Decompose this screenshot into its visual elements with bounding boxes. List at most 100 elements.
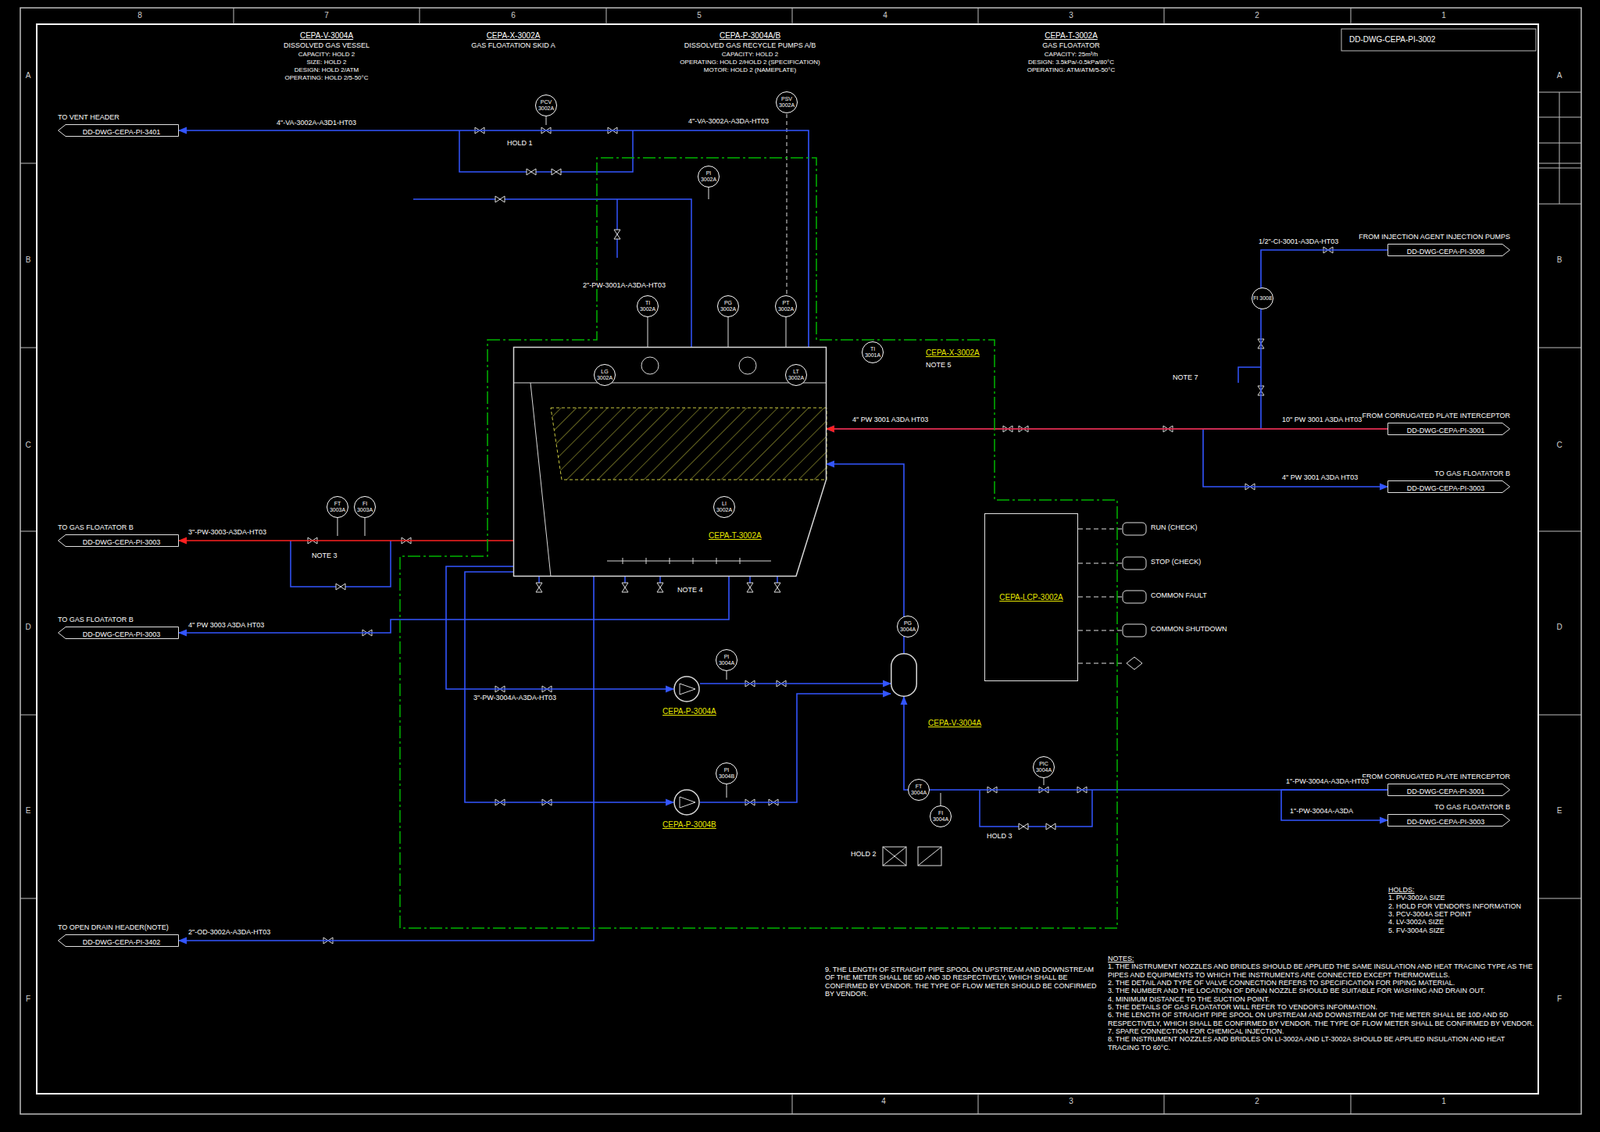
off-page-connector: TO GAS FLOATATOR BDD-DWG-CEPA-PI-3003 [57,615,179,640]
drawing-use [495,196,505,203]
instrument-tag: PCV 3002A [536,99,556,112]
text-holder: 4 [880,1096,887,1107]
drawing-path [1043,778,1045,786]
text-holder: 3. THE NUMBER AND THE LOCATION OF DRAIN … [1107,986,1537,995]
instrument-tag: LI 3002A [714,500,734,514]
text-holder: A [25,71,33,81]
equipment-tag: CEPA-V-3004A [928,718,982,729]
text-holder: 2"-OD-3002A-A3DA-HT03 [187,928,272,936]
note-text: 3. PCV-3004A SET POINT [1387,910,1536,918]
text-holder: 10" PW 3001 A3DA HT03 [1281,415,1363,424]
off-page-connector: TO VENT HEADER DD-DWG-CEPA-PI-3401 [57,113,179,137]
text-holder: DD-DWG-CEPA-PI-3001 [1389,422,1503,436]
text-holder: NOTE 3 [310,551,339,560]
pump-impeller [679,683,696,695]
text-holder: SIZE: HOLD 2 [305,58,347,66]
zone-marker: D [1555,622,1563,633]
text-holder: C [1555,440,1563,450]
pump-casing [674,676,700,702]
zone-marker: 4 [882,10,889,21]
zone-marker: E [25,806,33,816]
plate-pack [550,407,827,480]
connector-box: DD-DWG-CEPA-PI-3001 [1387,783,1511,797]
text-holder: RUN (CHECK) [1150,523,1199,532]
drawing-path [1238,367,1261,383]
drawing-use [657,582,664,593]
text-holder: 6 [510,10,517,21]
text-holder: CEPA-X-3002A [925,348,980,358]
drawing-rect [1122,624,1147,637]
text-holder: 1"-PW-3004A-A3DA [1289,807,1354,815]
skid-boundary [400,156,1118,929]
pump-casing [674,789,700,815]
text-holder: 4"-VA-3002A-A3D1-HT03 [275,118,358,127]
text-holder: NOTE 4 [676,585,704,594]
process-line [700,693,891,803]
connector-box: DD-DWG-CEPA-PI-3003 [57,626,179,640]
instrument-tag: FI 3003A [355,500,375,514]
zone-marker: 2 [1253,10,1261,21]
drawing-number: DD-DWG-CEPA-PI-3401 [82,125,161,139]
zone-marker: 4 [880,1096,887,1107]
annotation: NOTE 3 [310,551,339,560]
text-holder: DISSOLVED GAS VESSEL [282,41,371,50]
text-holder: CEPA-P-3004B [662,820,717,830]
text-holder: TO GAS FLOATATOR B [57,523,134,533]
drawing-path [1538,92,1582,204]
text-holder: CAPACITY: HOLD 2 [297,50,356,58]
text-holder: 5. THE DETAILS OF GAS FLOATATOR WILL REF… [1107,1003,1537,1011]
note-text: 7. SPARE CONNECTION FOR CHEMICAL INJECTI… [1107,1027,1537,1036]
instrument-bubble: LG 3002A [593,364,616,386]
zone-marker: B [1556,255,1564,265]
text-holder: CAPACITY: HOLD 2 [721,50,779,58]
drawing-number: DD-DWG-CEPA-PI-3001 [1407,424,1485,437]
zone-marker: 3 [1067,10,1075,21]
text-holder: DD-DWG-CEPA-PI-3008 [1389,243,1503,257]
text-holder: D [24,622,32,633]
instrument-tag: FT 3004A [909,783,929,797]
text-holder: A [1556,71,1564,81]
text-holder: NOTE 7 [1171,373,1200,382]
drawing-number: DD-DWG-CEPA-PI-3001 [1407,785,1485,798]
zone-marker: D [24,622,32,633]
text-holder: 1. THE INSTRUMENT NOZZLES AND BRIDLES SH… [1107,962,1537,979]
text-holder: F [1556,994,1563,1004]
annotation: MOTOR: HOLD 2 (NAMEPLATE) [703,66,797,74]
instrument-bubble: FI 3004A [929,805,952,828]
valves [307,127,1333,944]
text-holder: B [25,255,33,265]
zone-marker: 1 [1440,10,1447,21]
zone-marker: 3 [1067,1096,1075,1107]
drawing-rect [36,24,1539,1094]
off-page-connector: TO GAS FLOATATOR BDD-DWG-CEPA-PI-3003 [1387,469,1511,493]
instrument-bubble: PCV 3002A [535,94,558,117]
connector-pentagon [58,627,179,640]
text-holder: DESIGN: 3.5kPa/-0.5kPa/80°C [1027,58,1115,66]
annotation: 4" PW 3001 A3DA HT03 [851,415,929,424]
drawing-number: DD-DWG-CEPA-PI-3003 [82,628,161,641]
text-holder: 4. MINIMUM DISTANCE TO THE SUCTION POINT… [1107,995,1537,1004]
zone-marker: A [1556,71,1564,81]
process-line [826,464,904,654]
zone-marker: 6 [510,10,517,21]
instrument-bubble: TI 3002A [636,295,659,318]
annotation: CEPA-P-3004A/B [718,31,782,41]
zone-marker: 2 [1253,1096,1261,1107]
connector-pentagon [58,535,179,547]
annotation: OPERATING: HOLD 2/HOLD 2 (SPECIFICATION) [678,58,821,66]
process-line [1203,428,1388,487]
instrument-tag: FT 3003A [328,500,347,514]
text-holder: OPERATING: HOLD 2/HOLD 2 (SPECIFICATION) [678,58,821,66]
note-text: 2. HOLD FOR VENDOR'S INFORMATION [1387,902,1536,911]
annotation: COMMON FAULT [1150,591,1208,600]
connector-outline [57,124,179,137]
text-holder: TO VENT HEADER [57,113,120,122]
note-text: 5. THE DETAILS OF GAS FLOATATOR WILL REF… [1107,1003,1537,1011]
text-holder: B [1556,255,1564,265]
instrument-tag: PIC 3004A [1034,760,1054,774]
instrument-tag: PI 3004A [717,653,736,667]
drawing-use [335,583,346,590]
text-holder: TO GAS FLOATATOR B [1434,803,1511,812]
pump-symbol [673,675,700,703]
drawing-path [20,163,37,899]
